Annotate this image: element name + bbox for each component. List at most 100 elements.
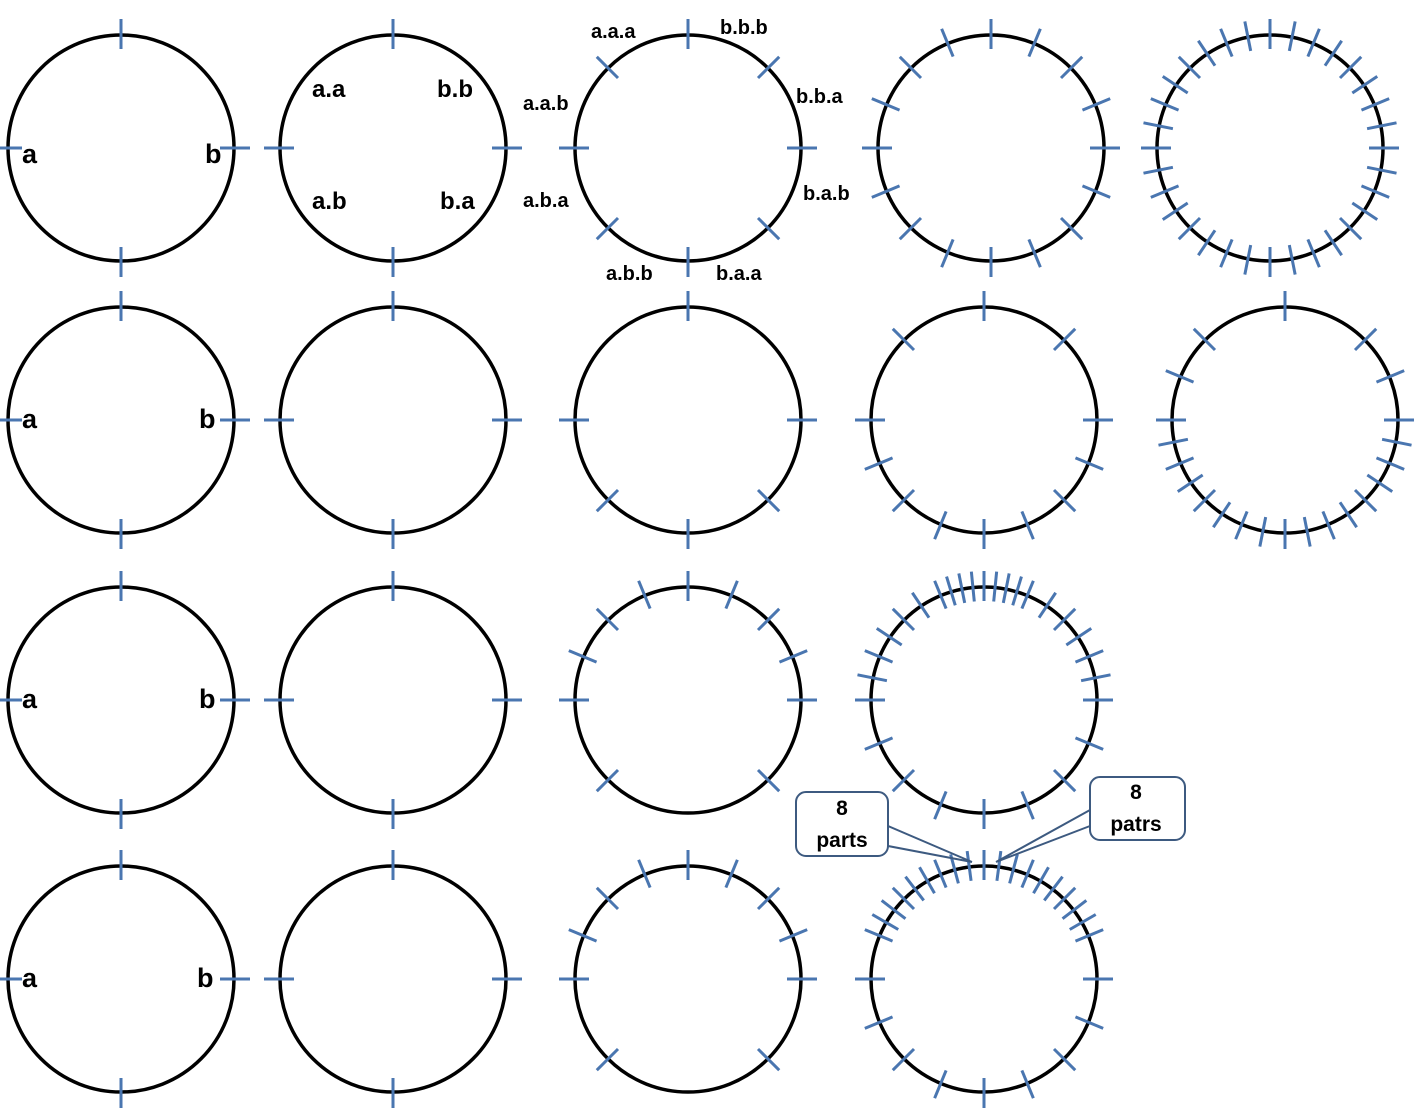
callout-right-word: patrs: [1110, 813, 1161, 836]
tick-mark: [595, 55, 620, 80]
tick-mark: [1074, 456, 1104, 471]
callout-right-box: [1089, 776, 1186, 841]
tick-mark: [911, 591, 931, 619]
tick-mark: [637, 580, 652, 610]
tick-mark: [778, 928, 808, 943]
tick-mark: [756, 488, 781, 513]
tick-mark: [933, 859, 948, 889]
tick-mark: [724, 859, 739, 889]
circle-outline: [278, 864, 508, 1094]
tick-mark: [1150, 97, 1180, 112]
tick-mark: [904, 875, 925, 902]
tick-mark: [756, 886, 781, 911]
circle-r3c3: [559, 571, 817, 815]
tick-mark: [1161, 75, 1189, 95]
tick-mark: [1074, 928, 1104, 943]
circle-r2c5: [1156, 291, 1414, 549]
tick-mark: [1375, 456, 1405, 471]
tick-mark: [1219, 238, 1234, 268]
callout-left-word: parts: [816, 829, 867, 852]
tick-mark: [1032, 866, 1050, 895]
circle-outline: [278, 33, 508, 263]
label-r3c1-b: b: [199, 684, 216, 714]
tick-mark: [1059, 55, 1084, 80]
tick-mark: [756, 1047, 781, 1072]
label-r1c3-aaa: a.a.a: [591, 21, 636, 43]
tick-mark: [756, 216, 781, 241]
tick-mark: [898, 216, 923, 241]
tick-mark: [1080, 673, 1111, 683]
tick-mark: [1052, 607, 1077, 632]
callout-left-number: 8: [836, 797, 848, 820]
callout-left-pointer: [887, 825, 973, 863]
tick-mark: [864, 736, 894, 751]
tick-mark: [1353, 488, 1378, 513]
tick-mark: [940, 28, 955, 58]
tick-mark: [595, 1047, 620, 1072]
tick-mark: [1197, 39, 1217, 67]
tick-mark: [1381, 437, 1412, 447]
tick-mark: [1068, 913, 1097, 931]
label-r2c1-a: a: [22, 404, 38, 434]
tick-mark: [965, 850, 973, 882]
tick-mark: [1321, 510, 1336, 540]
label-r1c3-baa: b.a.a: [716, 263, 762, 285]
tick-mark: [864, 928, 894, 943]
tick-mark: [992, 571, 999, 602]
label-r1c3-bba: b.b.a: [796, 86, 844, 108]
tick-mark: [864, 1015, 894, 1030]
circle-r1c1: [0, 19, 250, 277]
tick-mark: [1143, 165, 1174, 175]
tick-mark: [1338, 501, 1358, 529]
tick-mark: [1287, 21, 1297, 52]
tick-mark: [891, 607, 916, 632]
tick-mark: [1143, 121, 1174, 131]
tick-mark: [871, 184, 901, 199]
circle-r3c2: [264, 571, 522, 829]
tick-mark: [891, 886, 916, 911]
callout-right-pointer: [995, 809, 1091, 863]
tick-mark: [1052, 768, 1077, 793]
circle-r4c3: [559, 850, 817, 1094]
tick-mark: [933, 580, 948, 610]
tick-mark: [864, 649, 894, 664]
label-r1c3-aba: a.b.a: [523, 190, 569, 212]
tick-mark: [891, 327, 916, 352]
tick-mark: [1011, 576, 1023, 606]
tick-mark: [940, 238, 955, 268]
tick-mark: [756, 607, 781, 632]
tick-mark: [778, 649, 808, 664]
tick-mark: [1020, 1069, 1035, 1099]
circle-r4c4: [855, 850, 1113, 1108]
label-r1c2-bb: b.b: [437, 76, 473, 103]
callouts-layer: 8 parts 8 patrs: [795, 776, 1186, 863]
tick-mark: [1302, 516, 1312, 547]
tick-mark: [1243, 244, 1253, 275]
tick-mark: [1338, 55, 1363, 80]
circle-r1c4: [862, 19, 1120, 277]
circle-r4c2: [264, 850, 522, 1108]
tick-mark: [1001, 573, 1011, 604]
tick-mark: [1338, 216, 1363, 241]
tick-mark: [891, 488, 916, 513]
callout-left-box: [795, 791, 889, 857]
tick-mark: [724, 580, 739, 610]
tick-mark: [595, 488, 620, 513]
tick-mark: [1020, 790, 1035, 820]
circle-outline: [6, 33, 236, 263]
tick-mark: [1306, 238, 1321, 268]
tick-mark: [1059, 216, 1084, 241]
tick-mark: [1020, 510, 1035, 540]
tick-mark: [1323, 229, 1343, 257]
tick-mark: [1074, 736, 1104, 751]
circle-r3c1: [0, 571, 250, 829]
tick-mark: [933, 790, 948, 820]
tick-mark: [891, 1047, 916, 1072]
tick-mark: [957, 573, 967, 604]
tick-mark: [933, 510, 948, 540]
tick-mark: [1008, 854, 1019, 884]
tick-mark: [1366, 121, 1397, 131]
tick-mark: [595, 768, 620, 793]
tick-mark: [1061, 899, 1088, 920]
